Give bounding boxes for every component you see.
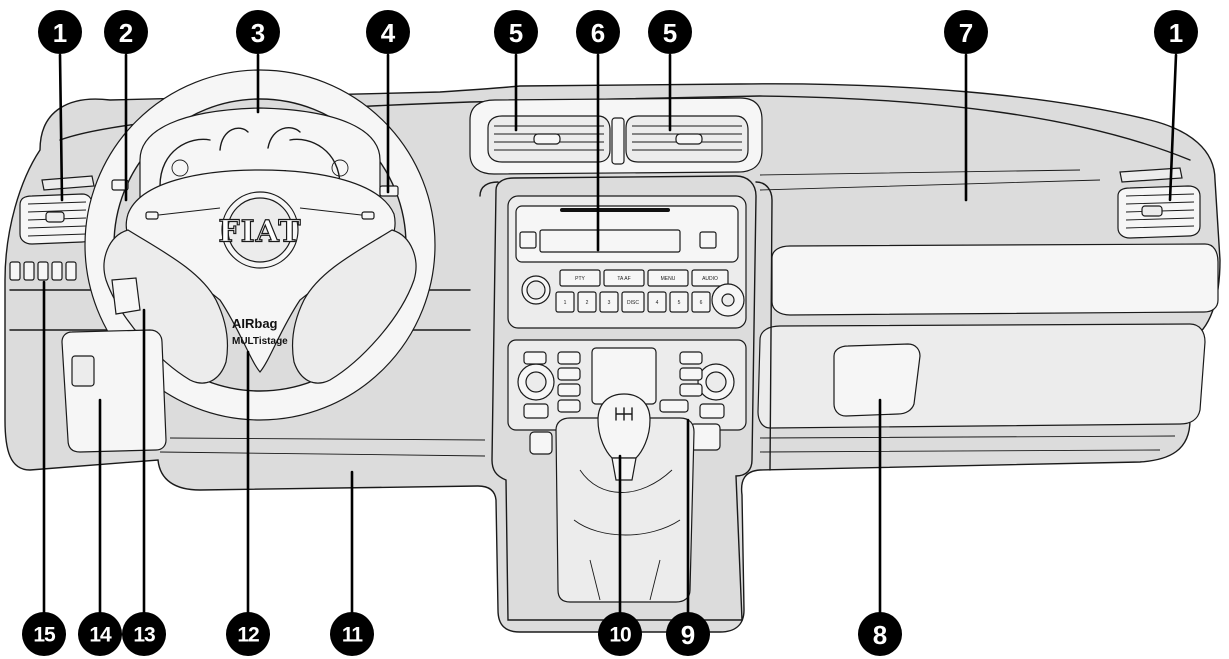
svg-text:12: 12 xyxy=(237,624,259,647)
svg-text:2: 2 xyxy=(119,18,133,48)
radio-button-menu: MENU xyxy=(661,276,676,282)
callout-switch-panel: 15 xyxy=(22,612,66,656)
radio-preset-6: 6 xyxy=(700,300,703,306)
leader-lines xyxy=(42,53,1178,614)
radio-preset-5: 5 xyxy=(678,300,681,306)
callout-central-vent-left: 5 xyxy=(494,10,538,54)
callout-wiper-stalk: 4 xyxy=(366,10,410,54)
svg-text:7: 7 xyxy=(959,18,973,48)
svg-text:1: 1 xyxy=(53,18,67,48)
callout-radio: 6 xyxy=(576,10,620,54)
callout-instrument-panel: 3 xyxy=(236,10,280,54)
callout-knee-panel: 11 xyxy=(330,612,374,656)
svg-text:5: 5 xyxy=(509,18,523,48)
callout-glove-box: 8 xyxy=(858,612,902,656)
radio-button-pty: PTY xyxy=(575,276,585,282)
callout-right-side-vent: 1 xyxy=(1154,10,1198,54)
radio-preset-2: 2 xyxy=(586,300,589,306)
radio-preset-1: 1 xyxy=(564,300,567,306)
climate-controls xyxy=(507,339,747,455)
central-vents xyxy=(469,97,763,175)
svg-text:8: 8 xyxy=(873,620,887,650)
callout-fuse-box-lid: 14 xyxy=(78,612,122,656)
radio-button-disc: DISC xyxy=(627,300,639,306)
callout-driver-airbag: 12 xyxy=(226,612,270,656)
svg-text:9: 9 xyxy=(681,620,695,650)
steering-wheel: FIAT AIRbag MULTistage xyxy=(84,69,436,421)
svg-text:5: 5 xyxy=(663,18,677,48)
lighting-stalk xyxy=(111,179,129,191)
svg-text:6: 6 xyxy=(591,18,605,48)
radio-preset-3: 3 xyxy=(608,300,611,306)
glove-box xyxy=(833,343,921,417)
svg-text:13: 13 xyxy=(133,624,155,647)
svg-text:14: 14 xyxy=(89,624,112,647)
svg-text:3: 3 xyxy=(251,18,265,48)
left-side-vent xyxy=(19,175,95,245)
callout-gear-lever: 10 xyxy=(598,612,642,656)
callout-passenger-airbag: 7 xyxy=(944,10,988,54)
radio-button-ta-af: TA AF xyxy=(617,276,630,282)
callout-central-vent-right: 5 xyxy=(648,10,692,54)
svg-text:10: 10 xyxy=(609,624,631,647)
gear-lever xyxy=(555,393,695,603)
callouts: 1 2 3 4 5 6 5 7 xyxy=(22,10,1198,656)
callout-climate-controls: 9 xyxy=(666,612,710,656)
radio: PTY TA AF MENU AUDIO 1 2 3 DISC 4 5 6 xyxy=(507,195,747,329)
svg-text:1: 1 xyxy=(1169,18,1183,48)
right-side-vent xyxy=(1117,167,1201,239)
airbag-text: AIRbag xyxy=(232,316,278,331)
multistage-text: MULTistage xyxy=(232,336,288,347)
radio-button-audio: AUDIO xyxy=(702,276,718,282)
callout-cruise-control-lever: 13 xyxy=(122,612,166,656)
fuse-box-lid xyxy=(61,329,167,453)
svg-text:4: 4 xyxy=(381,18,396,48)
svg-text:15: 15 xyxy=(33,624,56,647)
switch-panel xyxy=(9,261,77,281)
fiat-logo-text: FIAT xyxy=(218,215,301,250)
cruise-control-lever xyxy=(111,277,141,315)
radio-preset-4: 4 xyxy=(656,300,659,306)
svg-text:11: 11 xyxy=(342,624,364,647)
callout-lighting-stalk: 2 xyxy=(104,10,148,54)
callout-left-side-vent: 1 xyxy=(38,10,82,54)
